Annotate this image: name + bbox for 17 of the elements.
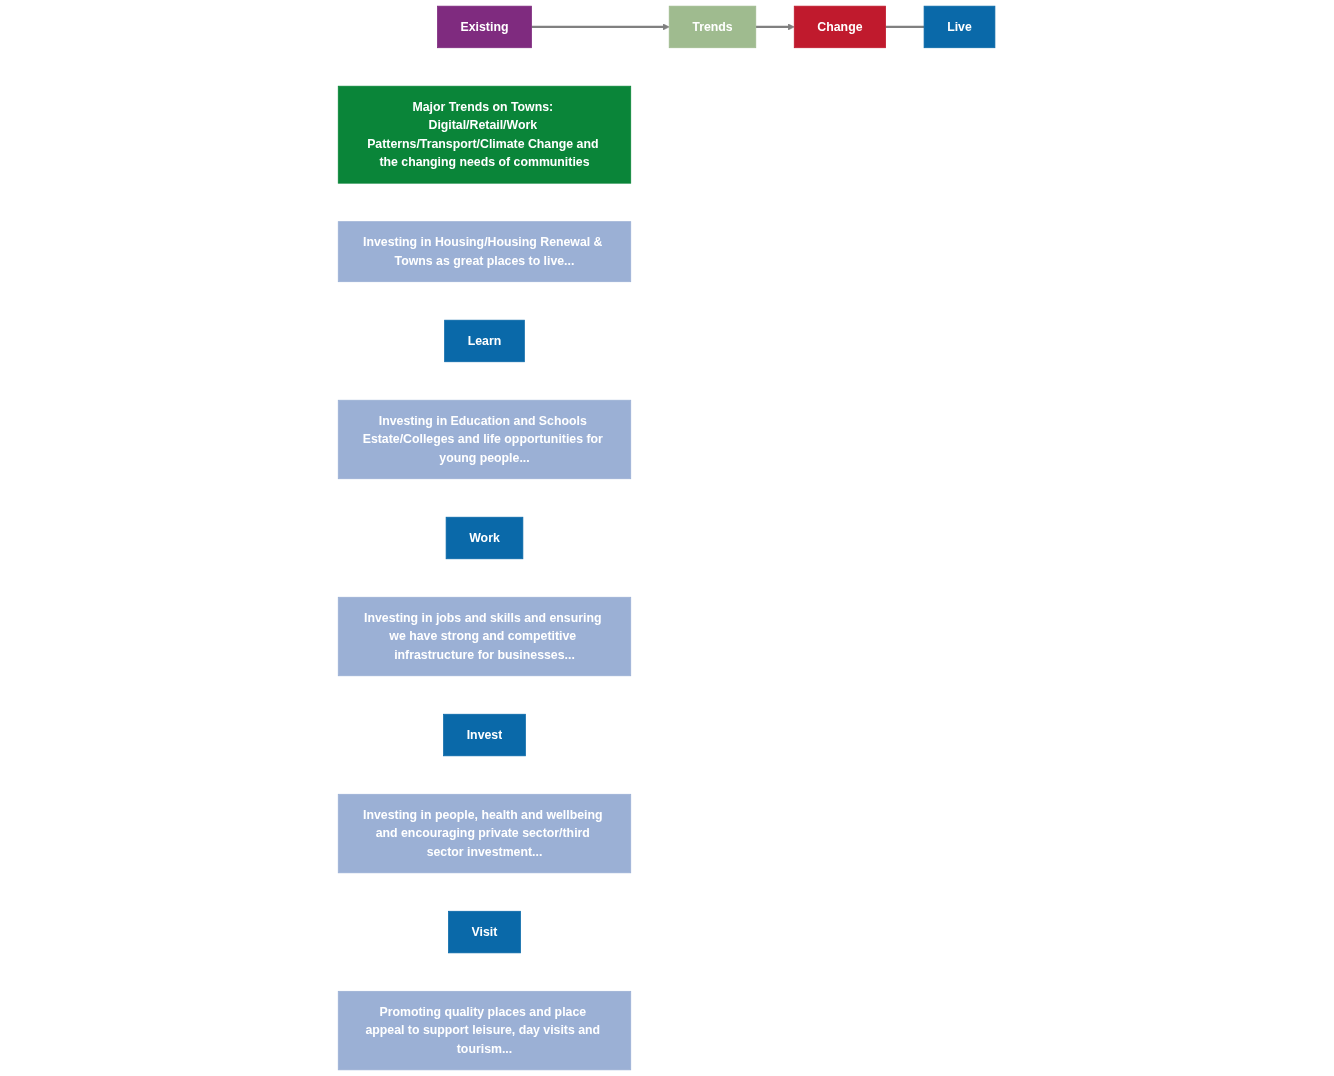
node-box: Investing in Education and Schools Estate/Colleges and life opportunities for young people...: [338, 399, 632, 480]
connector: [886, 25, 925, 29]
node-box: Major Trends on Towns: Digital/Retail/Work Patterns/Transport/Climate Change and the changing needs of communities: [338, 85, 632, 184]
node-box: Invest: [443, 713, 527, 757]
node-box: Change: [794, 5, 887, 49]
node-box: Work: [446, 516, 524, 560]
node-box: Investing in people, health and wellbeing and encouraging private sector/third sector investment...: [338, 793, 632, 874]
node-box: Investing in jobs and skills and ensuring we have strong and competitive infrastructure for businesses...: [338, 596, 632, 677]
node-box: Existing: [437, 5, 533, 49]
node-box: Investing in Housing/Housing Renewal & Towns as great places to live...: [338, 221, 632, 283]
node-box: Promoting quality places and place appeal to support leisure, day visits and tourism...: [338, 990, 632, 1071]
node-box: Trends: [669, 5, 757, 49]
node-box: Live: [924, 5, 996, 49]
arrow: [531, 23, 670, 31]
node-box: Visit: [448, 910, 522, 954]
arrow: [756, 23, 795, 31]
node-box: Learn: [444, 319, 526, 363]
